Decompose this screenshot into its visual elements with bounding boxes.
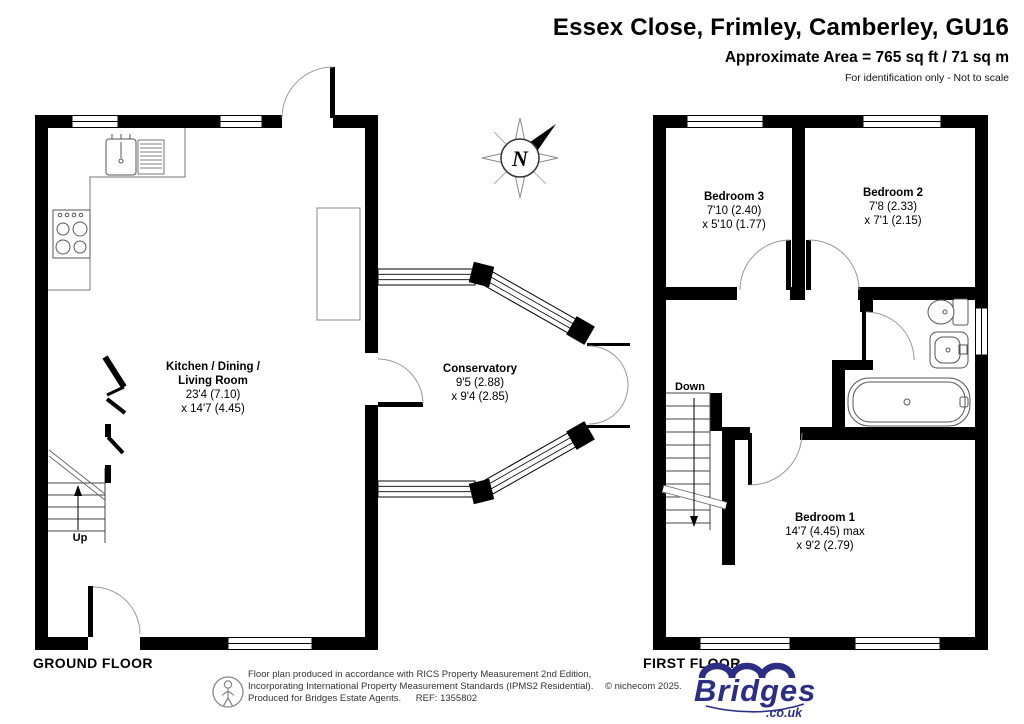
header: Essex Close, Frimley, Camberley, GU16 Ap… (553, 14, 1009, 84)
kitchen-sink (105, 134, 137, 176)
room-label-bedroom3: Bedroom 3 7'10 (2.40) x 5'10 (1.77) (658, 190, 810, 232)
toilet (927, 298, 969, 326)
kitchen-counter (48, 128, 186, 291)
room-label-kitchen: Kitchen / Dining / Living Room 23'4 (7.1… (128, 360, 298, 416)
stairs-down (662, 392, 727, 530)
bedroom2-door (806, 239, 860, 291)
cupboard (316, 207, 361, 321)
room-dimensions: x 7'1 (2.15) (864, 215, 922, 227)
conservatory (377, 261, 630, 505)
front-door (281, 66, 335, 119)
logo-swoosh (705, 703, 805, 713)
room-label-conservatory: Conservatory 9'5 (2.88) x 9'4 (2.85) (405, 362, 555, 404)
room-name: Conservatory (442, 363, 518, 375)
approximate-area: Approximate Area = 765 sq ft / 71 sq m (724, 49, 1009, 66)
kitchen-drainer (137, 139, 165, 175)
room-dimensions: 23'4 (7.10) (185, 389, 241, 401)
produced-for: Produced for Bridges Estate Agents. (248, 693, 402, 704)
copyright: © nichecom 2025. (604, 681, 682, 692)
room-name: Bedroom 2 (862, 187, 924, 199)
disclaimer-line: Floor plan produced in accordance with R… (248, 669, 592, 680)
stairs-up-arrowhead (74, 485, 82, 496)
disclaimer-line: Incorporating International Property Mea… (248, 681, 594, 692)
back-door (88, 586, 141, 637)
page-title: Essex Close, Frimley, Camberley, GU16 (552, 14, 1009, 41)
bridge-arcs-icon (698, 662, 796, 679)
bedroom3-door (739, 239, 791, 291)
person-measurement-icon (212, 676, 244, 708)
brand-domain: .co.uk (766, 706, 803, 720)
room-dimensions: x 9'4 (2.85) (451, 391, 509, 403)
first-floor-walls (653, 115, 988, 650)
reference-number: REF: 1355802 (415, 693, 478, 704)
first-floor-windows (686, 115, 988, 650)
identification-note: For identification only - Not to scale (845, 72, 1009, 84)
room-name: Kitchen / Dining / (166, 361, 260, 373)
kitchen-hob (52, 209, 91, 259)
compass-north-label: N (511, 146, 529, 171)
disclaimer: Floor plan produced in accordance with R… (248, 669, 682, 705)
ground-floor-windows (71, 115, 313, 650)
room-dimensions: 7'10 (2.40) (706, 205, 762, 217)
room-dimensions: x 9'2 (2.79) (796, 540, 854, 552)
room-label-bedroom2: Bedroom 2 7'8 (2.33) x 7'1 (2.15) (817, 186, 969, 228)
stair-wall-break (102, 355, 127, 483)
conservatory-door (377, 358, 424, 407)
stairs-down-arrowhead (690, 516, 698, 527)
bedroom1-door (748, 432, 803, 486)
compass-rose: N (481, 117, 559, 199)
room-name: Bedroom 1 (794, 512, 856, 524)
room-dimensions: 7'8 (2.33) (868, 201, 918, 213)
room-name: Bedroom 3 (703, 191, 765, 203)
first-floor-plan (653, 115, 988, 650)
stairs-up (48, 449, 106, 543)
room-dimensions: x 14'7 (4.45) (181, 403, 245, 415)
bathroom-door (862, 311, 915, 361)
bathroom-sink (929, 331, 969, 369)
bridges-logo-graphic: Bridges .co.uk (694, 662, 816, 720)
disclaimer-line: Produced for Bridges Estate Agents. REF:… (248, 693, 682, 705)
bathtub (847, 377, 971, 427)
room-dimensions: 14'7 (4.45) max (785, 526, 865, 538)
brand-name: Bridges (694, 673, 816, 708)
ground-floor-label: GROUND FLOOR (33, 655, 153, 671)
conservatory-windows (377, 268, 583, 498)
conservatory-posts (468, 261, 630, 505)
disclaimer-line: Incorporating International Property Mea… (248, 681, 682, 693)
ground-floor-plan (35, 66, 630, 650)
room-dimensions: x 5'10 (1.77) (702, 219, 766, 231)
stairs-up-label: Up (72, 532, 88, 544)
room-dimensions: 9'5 (2.88) (455, 377, 505, 389)
stairs-down-label: Down (675, 381, 705, 393)
ground-floor-walls (35, 115, 378, 650)
bridges-logo: Bridges .co.uk (692, 654, 818, 724)
room-name: Living Room (178, 375, 248, 387)
conservatory-french-doors (588, 345, 629, 425)
room-label-bedroom1: Bedroom 1 14'7 (4.45) max x 9'2 (2.79) (749, 511, 901, 553)
